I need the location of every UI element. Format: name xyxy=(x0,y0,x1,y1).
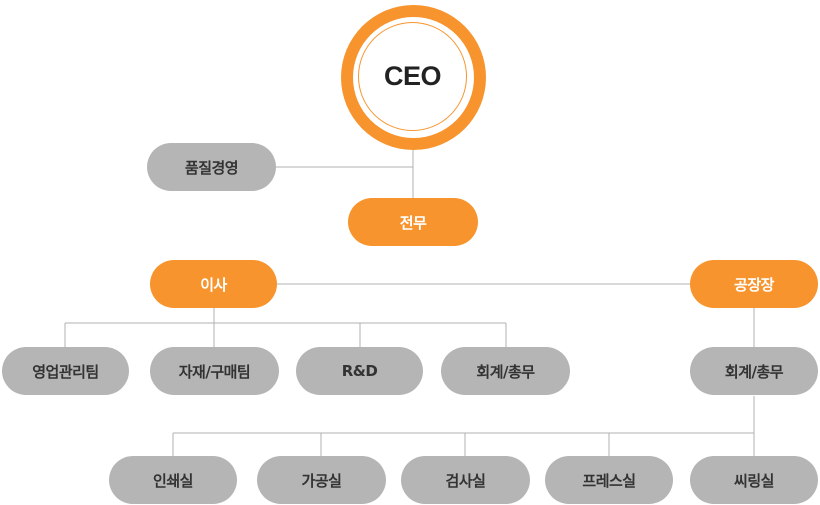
plant-manager-node: 공장장 xyxy=(690,260,818,308)
executive-node: 전무 xyxy=(348,198,478,246)
team-purchasing-node: 자재/구매팀 xyxy=(150,347,279,395)
ceo-node: CEO xyxy=(341,5,486,150)
quality-node: 품질경영 xyxy=(147,143,276,191)
room-sealing-node: 씨링실 xyxy=(690,456,818,504)
director-node: 이사 xyxy=(150,260,277,308)
team-sales-node: 영업관리팀 xyxy=(2,347,129,395)
team-rnd-node: R&D xyxy=(296,347,423,395)
room-inspection-node: 검사실 xyxy=(401,456,530,504)
ceo-ring: CEO xyxy=(358,22,467,131)
ceo-inner: CEO xyxy=(353,17,474,138)
team-accounting-node: 회계/총무 xyxy=(441,347,570,395)
room-press-node: 프레스실 xyxy=(545,456,673,504)
plant-accounting-node: 회계/총무 xyxy=(690,347,818,395)
ceo-label: CEO xyxy=(383,61,442,91)
room-printing-node: 인쇄실 xyxy=(109,456,237,504)
room-processing-node: 가공실 xyxy=(257,456,386,504)
